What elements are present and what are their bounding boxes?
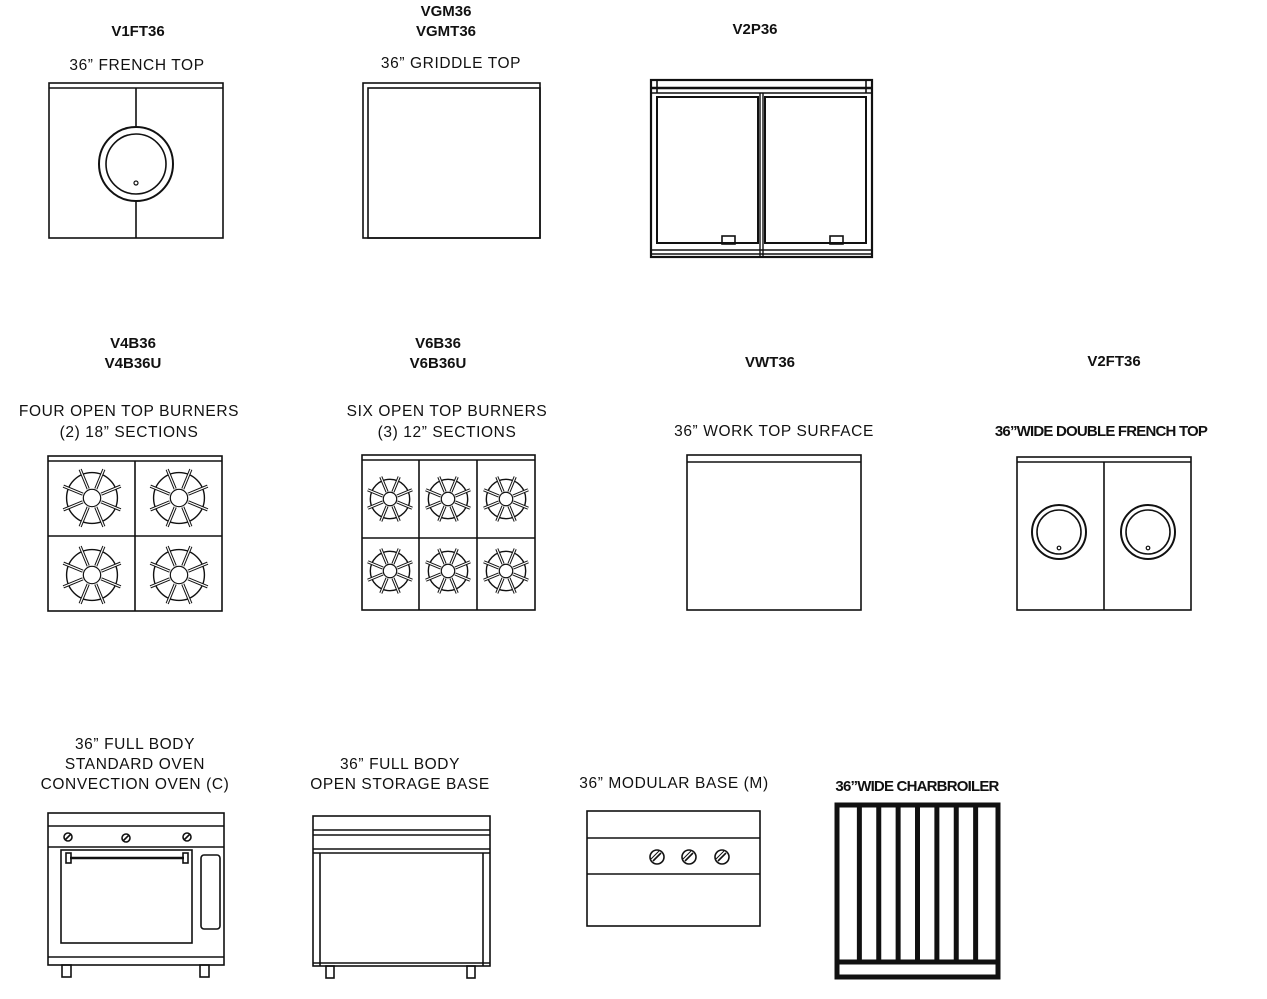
label-french-top: 36” FRENCH TOP: [69, 57, 205, 74]
model-code-v4b36: V4B36: [110, 335, 156, 352]
charbroiler-drawing: [834, 802, 1001, 980]
label-four-burners-sections: (2) 18” SECTIONS: [59, 424, 199, 441]
model-code-v2p36: V2P36: [732, 21, 778, 38]
label-six-burners-sections: (3) 12” SECTIONS: [377, 424, 517, 441]
burner-grate-icon: [62, 545, 122, 605]
burner-grate-icon: [149, 545, 209, 605]
burner-grate-icon: [483, 476, 529, 522]
six-burners-drawing: [361, 454, 536, 611]
double-french-top-drawing: [1016, 456, 1192, 611]
label-oven-line3: CONVECTION OVEN (C): [40, 776, 230, 793]
burner-grate-icon: [483, 548, 529, 594]
label-double-french-top: 36”WIDE DOUBLE FRENCH TOP: [994, 423, 1208, 440]
burner-grate-icon: [149, 468, 209, 528]
burner-grate-icon: [425, 476, 471, 522]
model-code-vgmt36: VGMT36: [415, 23, 477, 40]
burner-grate-icon: [62, 468, 122, 528]
model-code-v6b36u: V6B36U: [409, 355, 467, 372]
model-code-v4b36u: V4B36U: [104, 355, 162, 372]
label-charbroiler: 36”WIDE CHARBROILER: [835, 778, 999, 795]
work-top-drawing: [686, 454, 862, 611]
griddle-top-drawing: [362, 82, 541, 239]
four-burners-drawing: [47, 455, 223, 612]
burner-grate-icon: [367, 548, 413, 594]
label-six-burners: SIX OPEN TOP BURNERS: [346, 403, 548, 420]
double-pot-drawing: [649, 78, 874, 259]
open-storage-base-drawing: [312, 815, 491, 979]
label-storage-line1: 36” FULL BODY: [339, 756, 461, 773]
label-storage-line2: OPEN STORAGE BASE: [310, 776, 490, 793]
burner-grate-icon: [425, 548, 471, 594]
model-code-vgm36: VGM36: [420, 3, 472, 20]
label-modular-base: 36” MODULAR BASE (M): [579, 775, 769, 792]
label-work-top: 36” WORK TOP SURFACE: [674, 423, 874, 440]
model-code-v1ft36: V1FT36: [111, 23, 165, 40]
label-oven-line2: STANDARD OVEN: [64, 756, 206, 773]
model-code-v6b36: V6B36: [415, 335, 461, 352]
model-code-v2ft36: V2FT36: [1087, 353, 1141, 370]
burner-grate-icon: [367, 476, 413, 522]
label-oven-line1: 36” FULL BODY: [74, 736, 196, 753]
label-griddle-top: 36” GRIDDLE TOP: [380, 55, 522, 72]
standard-oven-drawing: [47, 812, 225, 978]
model-code-vwt36: VWT36: [744, 354, 796, 371]
modular-base-drawing: [586, 810, 761, 927]
french-top-drawing: [48, 82, 224, 239]
label-four-burners: FOUR OPEN TOP BURNERS: [18, 403, 240, 420]
